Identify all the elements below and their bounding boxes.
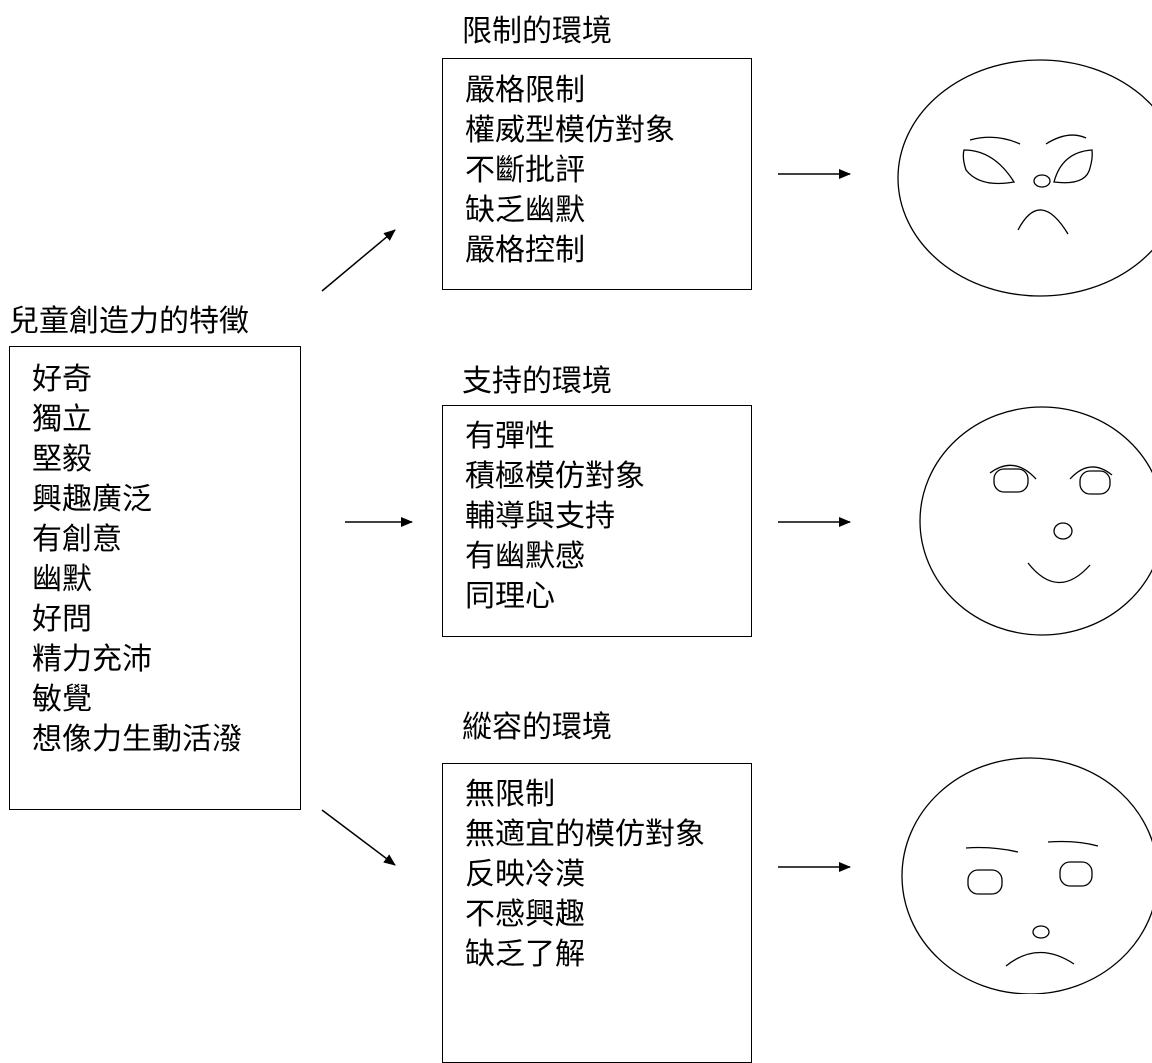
- list-item: 嚴格限制: [465, 73, 585, 108]
- list-item: 堅毅: [32, 442, 92, 477]
- list-item: 幽默: [32, 562, 92, 597]
- frowning-face-icon: [901, 757, 1152, 994]
- characteristics-title: 兒童創造力的特徵: [9, 304, 249, 339]
- list-item: 敏覺: [32, 682, 92, 717]
- restrictive-env-box: 嚴格限制 權威型模仿對象 不斷批評 缺乏幽默 嚴格控制: [442, 58, 752, 290]
- permissive-env-list: 無限制 無適宜的模仿對象 反映冷漠 不感興趣 缺乏了解: [465, 775, 751, 975]
- permissive-env-title: 縱容的環境: [462, 710, 612, 745]
- angry-face-icon: [897, 59, 1152, 297]
- list-item: 不感興趣: [465, 897, 585, 932]
- list-item: 興趣廣泛: [32, 482, 152, 517]
- arrow-to-restrictive: [321, 229, 396, 292]
- supportive-env-list: 有彈性 積極模仿對象 輔導與支持 有幽默感 同理心: [465, 417, 751, 617]
- supportive-env-box: 有彈性 積極模仿對象 輔導與支持 有幽默感 同理心: [442, 405, 752, 637]
- list-item: 缺乏了解: [465, 937, 585, 972]
- list-item: 同理心: [465, 579, 555, 614]
- arrows-layer: [321, 169, 851, 872]
- list-item: 反映冷漠: [465, 857, 585, 892]
- list-item: 有彈性: [465, 419, 555, 454]
- list-item: 缺乏幽默: [465, 193, 585, 228]
- restrictive-env-title: 限制的環境: [462, 14, 612, 49]
- list-item: 無限制: [465, 777, 555, 812]
- supportive-env-title: 支持的環境: [462, 364, 612, 399]
- list-item: 不斷批評: [465, 153, 585, 188]
- list-item: 嚴格控制: [465, 233, 585, 268]
- restrictive-env-list: 嚴格限制 權威型模仿對象 不斷批評 缺乏幽默 嚴格控制: [465, 71, 751, 271]
- list-item: 無適宜的模仿對象: [465, 817, 705, 852]
- list-item: 獨立: [32, 402, 92, 437]
- list-item: 想像力生動活潑: [32, 722, 242, 757]
- list-item: 有創意: [32, 522, 122, 557]
- list-item: 積極模仿對象: [465, 459, 645, 494]
- list-item: 好問: [32, 602, 92, 637]
- list-item: 權威型模仿對象: [465, 113, 675, 148]
- characteristics-box: 好奇 獨立 堅毅 興趣廣泛 有創意 幽默 好問 精力充沛 敏覺 想像力生動活潑: [9, 346, 301, 810]
- arrow-to-permissive: [321, 809, 396, 866]
- list-item: 好奇: [32, 362, 92, 397]
- list-item: 輔導與支持: [465, 499, 615, 534]
- list-item: 有幽默感: [465, 539, 585, 574]
- smiling-face-icon: [919, 406, 1152, 636]
- characteristics-list: 好奇 獨立 堅毅 興趣廣泛 有創意 幽默 好問 精力充沛 敏覺 想像力生動活潑: [32, 360, 300, 760]
- list-item: 精力充沛: [32, 642, 152, 677]
